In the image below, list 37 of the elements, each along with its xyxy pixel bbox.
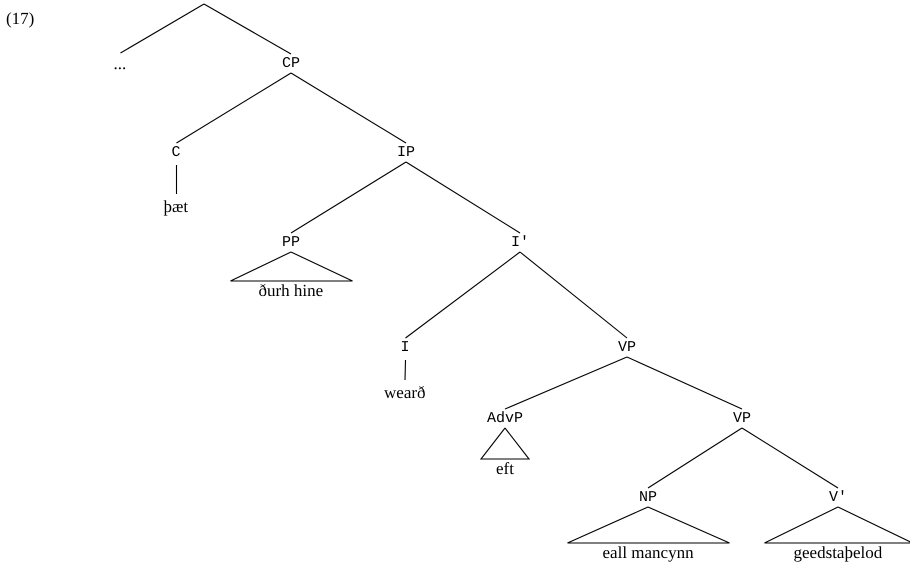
category-label: I: [400, 338, 410, 356]
branch-line: [626, 356, 742, 410]
branch-line: [290, 72, 406, 144]
branch-line: [176, 72, 292, 144]
branch-line: [742, 428, 838, 488]
branch-line: [405, 252, 520, 338]
category-label: IP: [397, 144, 416, 160]
word-label: wearð: [384, 382, 426, 402]
category-label: VP: [733, 410, 752, 426]
category-label: CP: [282, 54, 300, 72]
triangle-branch: [480, 427, 530, 460]
category-label: VP: [618, 338, 636, 356]
word-label: þæt: [164, 196, 188, 216]
word-label: eall mancynn: [602, 542, 694, 562]
category-label: PP: [282, 234, 300, 250]
word-label: ...: [114, 54, 126, 72]
branch-line: [504, 356, 628, 410]
branch-line: [648, 428, 742, 488]
triangle-branch: [566, 506, 730, 544]
word-label: geedstaþelod: [794, 542, 882, 562]
category-label: V′: [829, 488, 848, 506]
branch-line: [176, 165, 178, 194]
branch-line: [406, 162, 520, 234]
branch-line: [290, 162, 406, 234]
branch-line: [204, 4, 292, 54]
category-label: I′: [511, 234, 530, 250]
example-number: (17): [6, 10, 34, 27]
branch-line: [404, 360, 406, 380]
category-label: AdvP: [487, 410, 524, 426]
triangle-branch: [764, 506, 910, 544]
triangle-branch: [230, 251, 354, 282]
word-label: eft: [496, 458, 514, 478]
branch-line: [120, 4, 204, 54]
category-label: NP: [639, 488, 658, 506]
branch-line: [520, 252, 628, 338]
word-label: ðurh hine: [258, 280, 324, 300]
category-label: C: [172, 144, 181, 160]
